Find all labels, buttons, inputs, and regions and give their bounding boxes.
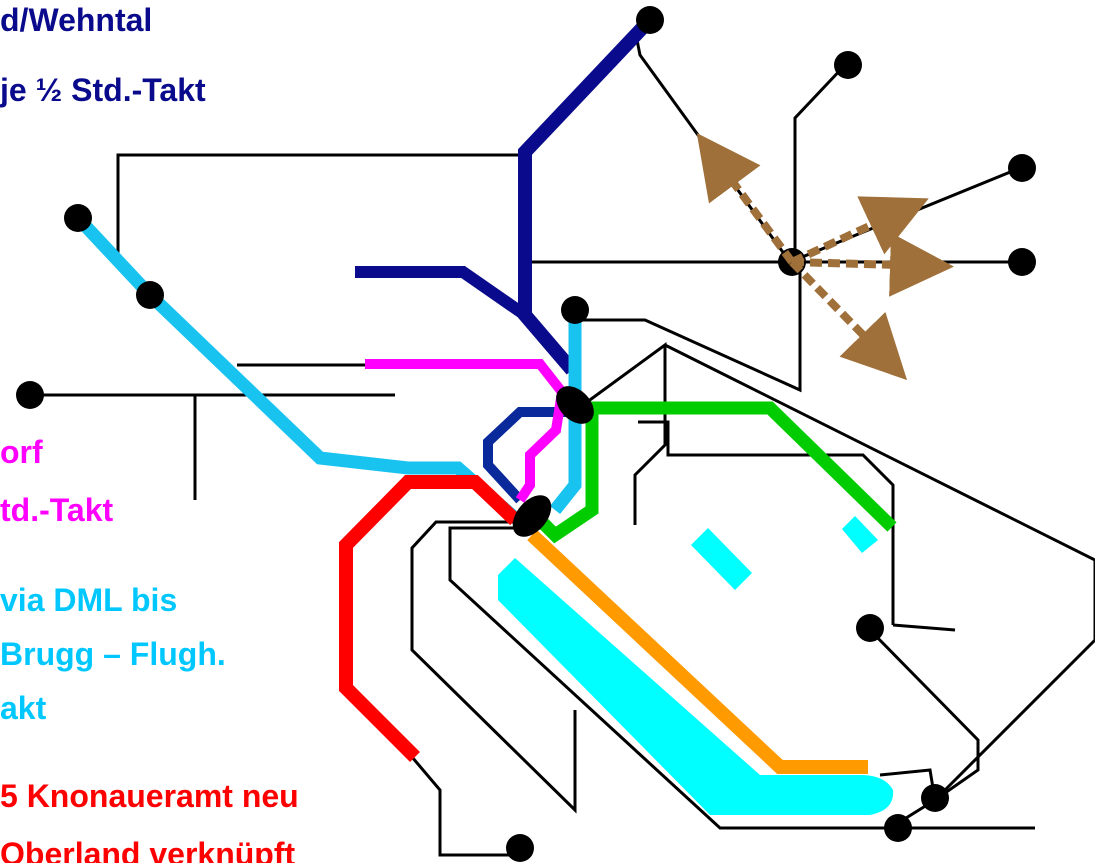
line-light-blue-north <box>549 322 582 515</box>
label-wehntal-line2: je ½ Std.-Takt <box>0 72 206 108</box>
wetzikon-line <box>664 343 1095 562</box>
left-lake-line <box>410 520 577 814</box>
station-dot <box>921 784 949 812</box>
label-red-line1: 5 Knonaueramt neu <box>0 778 299 814</box>
arrow-north-east <box>790 196 929 266</box>
uster-line <box>638 420 895 625</box>
line-magenta <box>365 359 568 503</box>
station-dot <box>1008 154 1036 182</box>
oerlikon-east <box>575 262 802 393</box>
line-navy-loop <box>483 407 568 504</box>
station-dots <box>16 6 1036 862</box>
line-red <box>339 475 520 762</box>
lakes <box>498 516 894 815</box>
label-wehntal-line1: d/Wehntal <box>0 2 153 38</box>
line-green <box>535 401 897 544</box>
station-dot <box>506 834 534 862</box>
station-dot <box>856 614 884 642</box>
station-dot <box>64 204 92 232</box>
northwest-loop <box>116 153 520 255</box>
lake-greifensee <box>691 528 752 590</box>
station-dot <box>1008 248 1036 276</box>
hubs <box>512 386 594 537</box>
sbahn-lines <box>73 17 897 774</box>
sihltal-line <box>410 756 520 857</box>
arrow-south-east <box>789 259 908 381</box>
rapperswil-line <box>866 626 1035 830</box>
line-dark-blue-branch <box>355 266 529 320</box>
station-dot <box>561 296 589 324</box>
station-dot <box>884 814 912 842</box>
label-magenta-line2: td.-Takt <box>0 492 114 528</box>
label-magenta-line1: orf <box>0 434 43 470</box>
hub-zurich-hb <box>512 495 552 537</box>
line-orange <box>527 529 868 774</box>
label-cyan-line2: Brugg – Flugh. <box>0 636 226 672</box>
glatttal-line <box>582 342 667 525</box>
station-dot <box>636 6 664 34</box>
north-spur <box>793 63 847 262</box>
label-cyan-line3: akt <box>0 690 47 726</box>
thin-network <box>30 29 1095 857</box>
east-spur <box>789 166 1021 264</box>
right-lake-line <box>448 526 890 830</box>
lake-zurich <box>498 558 894 815</box>
planned-arrows <box>696 132 954 381</box>
label-cyan-line1: via DML bis <box>0 582 178 618</box>
label-red-line2: Oberland verknüpft <box>0 836 296 863</box>
zimmerberg-east <box>892 623 956 632</box>
station-dot <box>136 281 164 309</box>
lake-pfaeffikersee <box>842 516 878 553</box>
station-dot <box>834 51 862 79</box>
line-wehntal-dark-blue <box>518 17 654 375</box>
oberland-line <box>933 560 1095 802</box>
station-dot <box>16 381 44 409</box>
hub-oerlikon <box>556 386 594 424</box>
